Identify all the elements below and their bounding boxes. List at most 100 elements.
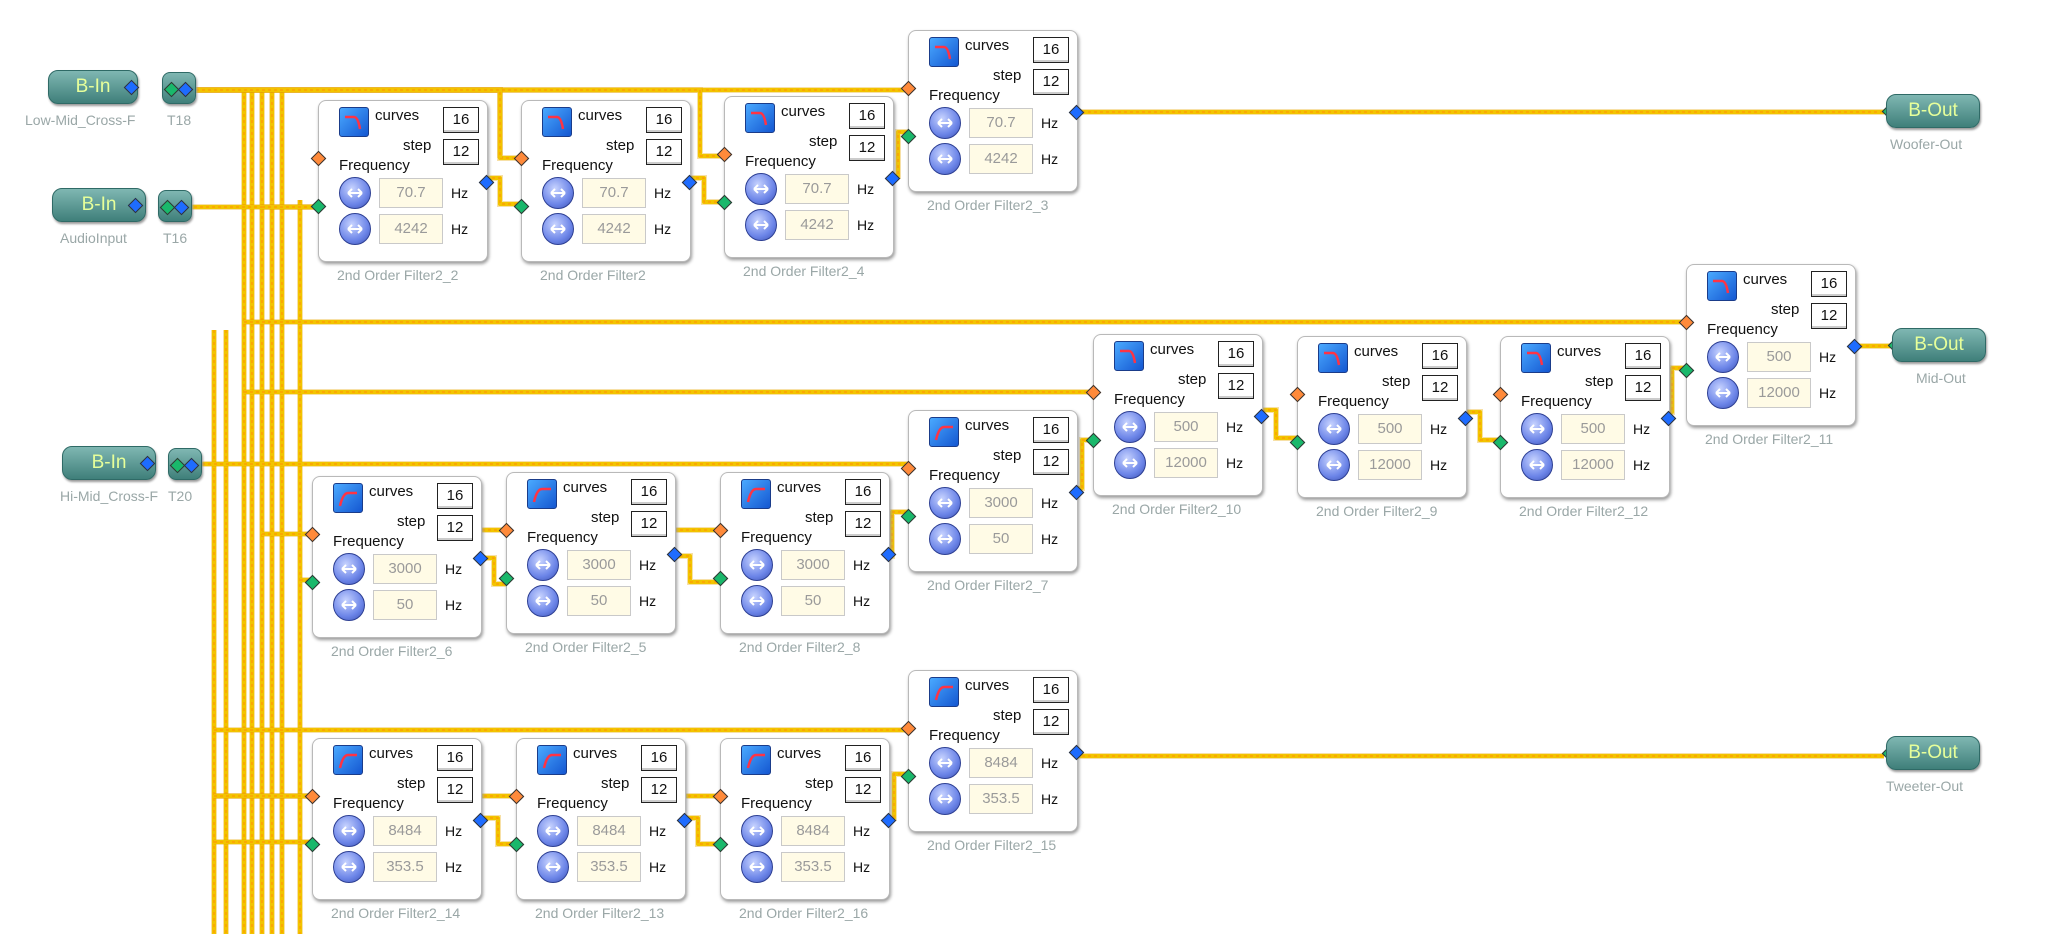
step-field[interactable]: 12 (1218, 373, 1254, 399)
q-knob-icon[interactable] (339, 213, 371, 245)
q-knob-icon[interactable] (333, 589, 365, 621)
second-value[interactable]: 12000 (1358, 450, 1422, 480)
lowpass-curve-icon[interactable] (1318, 343, 1348, 373)
highpass-curve-icon[interactable] (333, 745, 363, 775)
curves-field[interactable]: 16 (1033, 417, 1069, 443)
frequency-knob-icon[interactable] (741, 815, 773, 847)
lowpass-curve-icon[interactable] (339, 107, 369, 137)
second-value[interactable]: 4242 (582, 214, 646, 244)
frequency-knob-icon[interactable] (542, 177, 574, 209)
b-out-block[interactable]: B-Out (1886, 736, 1980, 770)
curves-field[interactable]: 16 (1218, 341, 1254, 367)
q-knob-icon[interactable] (537, 851, 569, 883)
q-knob-icon[interactable] (741, 851, 773, 883)
highpass-curve-icon[interactable] (527, 479, 557, 509)
second-value[interactable]: 12000 (1154, 448, 1218, 478)
frequency-knob-icon[interactable] (1318, 413, 1350, 445)
lowpass-curve-icon[interactable] (542, 107, 572, 137)
q-knob-icon[interactable] (527, 585, 559, 617)
step-field[interactable]: 12 (1625, 375, 1661, 401)
frequency-value[interactable]: 8484 (969, 748, 1033, 778)
second-value[interactable]: 50 (373, 590, 437, 620)
frequency-value[interactable]: 500 (1358, 414, 1422, 444)
frequency-value[interactable]: 70.7 (969, 108, 1033, 138)
lowpass-curve-icon[interactable] (1521, 343, 1551, 373)
curves-field[interactable]: 16 (849, 103, 885, 129)
curves-field[interactable]: 16 (631, 479, 667, 505)
q-knob-icon[interactable] (929, 783, 961, 815)
highpass-curve-icon[interactable] (929, 417, 959, 447)
q-knob-icon[interactable] (929, 143, 961, 175)
curves-field[interactable]: 16 (437, 745, 473, 771)
curves-field[interactable]: 16 (1422, 343, 1458, 369)
second-value[interactable]: 12000 (1747, 378, 1811, 408)
step-field[interactable]: 12 (849, 135, 885, 161)
lowpass-curve-icon[interactable] (1114, 341, 1144, 371)
step-field[interactable]: 12 (1033, 69, 1069, 95)
step-field[interactable]: 12 (641, 777, 677, 803)
frequency-value[interactable]: 8484 (373, 816, 437, 846)
step-field[interactable]: 12 (1033, 709, 1069, 735)
second-value[interactable]: 50 (969, 524, 1033, 554)
step-field[interactable]: 12 (437, 777, 473, 803)
b-out-block[interactable]: B-Out (1886, 94, 1980, 128)
frequency-knob-icon[interactable] (333, 553, 365, 585)
q-knob-icon[interactable] (333, 851, 365, 883)
frequency-value[interactable]: 70.7 (379, 178, 443, 208)
highpass-curve-icon[interactable] (741, 745, 771, 775)
frequency-value[interactable]: 70.7 (582, 178, 646, 208)
highpass-curve-icon[interactable] (741, 479, 771, 509)
step-field[interactable]: 12 (845, 777, 881, 803)
q-knob-icon[interactable] (745, 209, 777, 241)
frequency-value[interactable]: 3000 (969, 488, 1033, 518)
second-value[interactable]: 4242 (785, 210, 849, 240)
step-field[interactable]: 12 (845, 511, 881, 537)
frequency-value[interactable]: 8484 (577, 816, 641, 846)
frequency-knob-icon[interactable] (929, 107, 961, 139)
b-in-block[interactable]: B-In (48, 70, 138, 104)
step-field[interactable]: 12 (443, 139, 479, 165)
frequency-value[interactable]: 3000 (373, 554, 437, 584)
q-knob-icon[interactable] (1114, 447, 1146, 479)
frequency-knob-icon[interactable] (929, 487, 961, 519)
curves-field[interactable]: 16 (1033, 677, 1069, 703)
curves-field[interactable]: 16 (646, 107, 682, 133)
q-knob-icon[interactable] (1707, 377, 1739, 409)
second-value[interactable]: 353.5 (969, 784, 1033, 814)
frequency-knob-icon[interactable] (741, 549, 773, 581)
step-field[interactable]: 12 (646, 139, 682, 165)
q-knob-icon[interactable] (929, 523, 961, 555)
lowpass-curve-icon[interactable] (745, 103, 775, 133)
frequency-knob-icon[interactable] (333, 815, 365, 847)
second-value[interactable]: 353.5 (577, 852, 641, 882)
second-value[interactable]: 50 (567, 586, 631, 616)
q-knob-icon[interactable] (1521, 449, 1553, 481)
step-field[interactable]: 12 (1033, 449, 1069, 475)
second-value[interactable]: 4242 (379, 214, 443, 244)
step-field[interactable]: 12 (1422, 375, 1458, 401)
frequency-knob-icon[interactable] (537, 815, 569, 847)
curves-field[interactable]: 16 (1033, 37, 1069, 63)
frequency-value[interactable]: 3000 (567, 550, 631, 580)
frequency-knob-icon[interactable] (527, 549, 559, 581)
step-field[interactable]: 12 (437, 515, 473, 541)
lowpass-curve-icon[interactable] (1707, 271, 1737, 301)
frequency-value[interactable]: 500 (1561, 414, 1625, 444)
highpass-curve-icon[interactable] (537, 745, 567, 775)
frequency-value[interactable]: 500 (1747, 342, 1811, 372)
frequency-value[interactable]: 70.7 (785, 174, 849, 204)
step-field[interactable]: 12 (1811, 303, 1847, 329)
lowpass-curve-icon[interactable] (929, 37, 959, 67)
